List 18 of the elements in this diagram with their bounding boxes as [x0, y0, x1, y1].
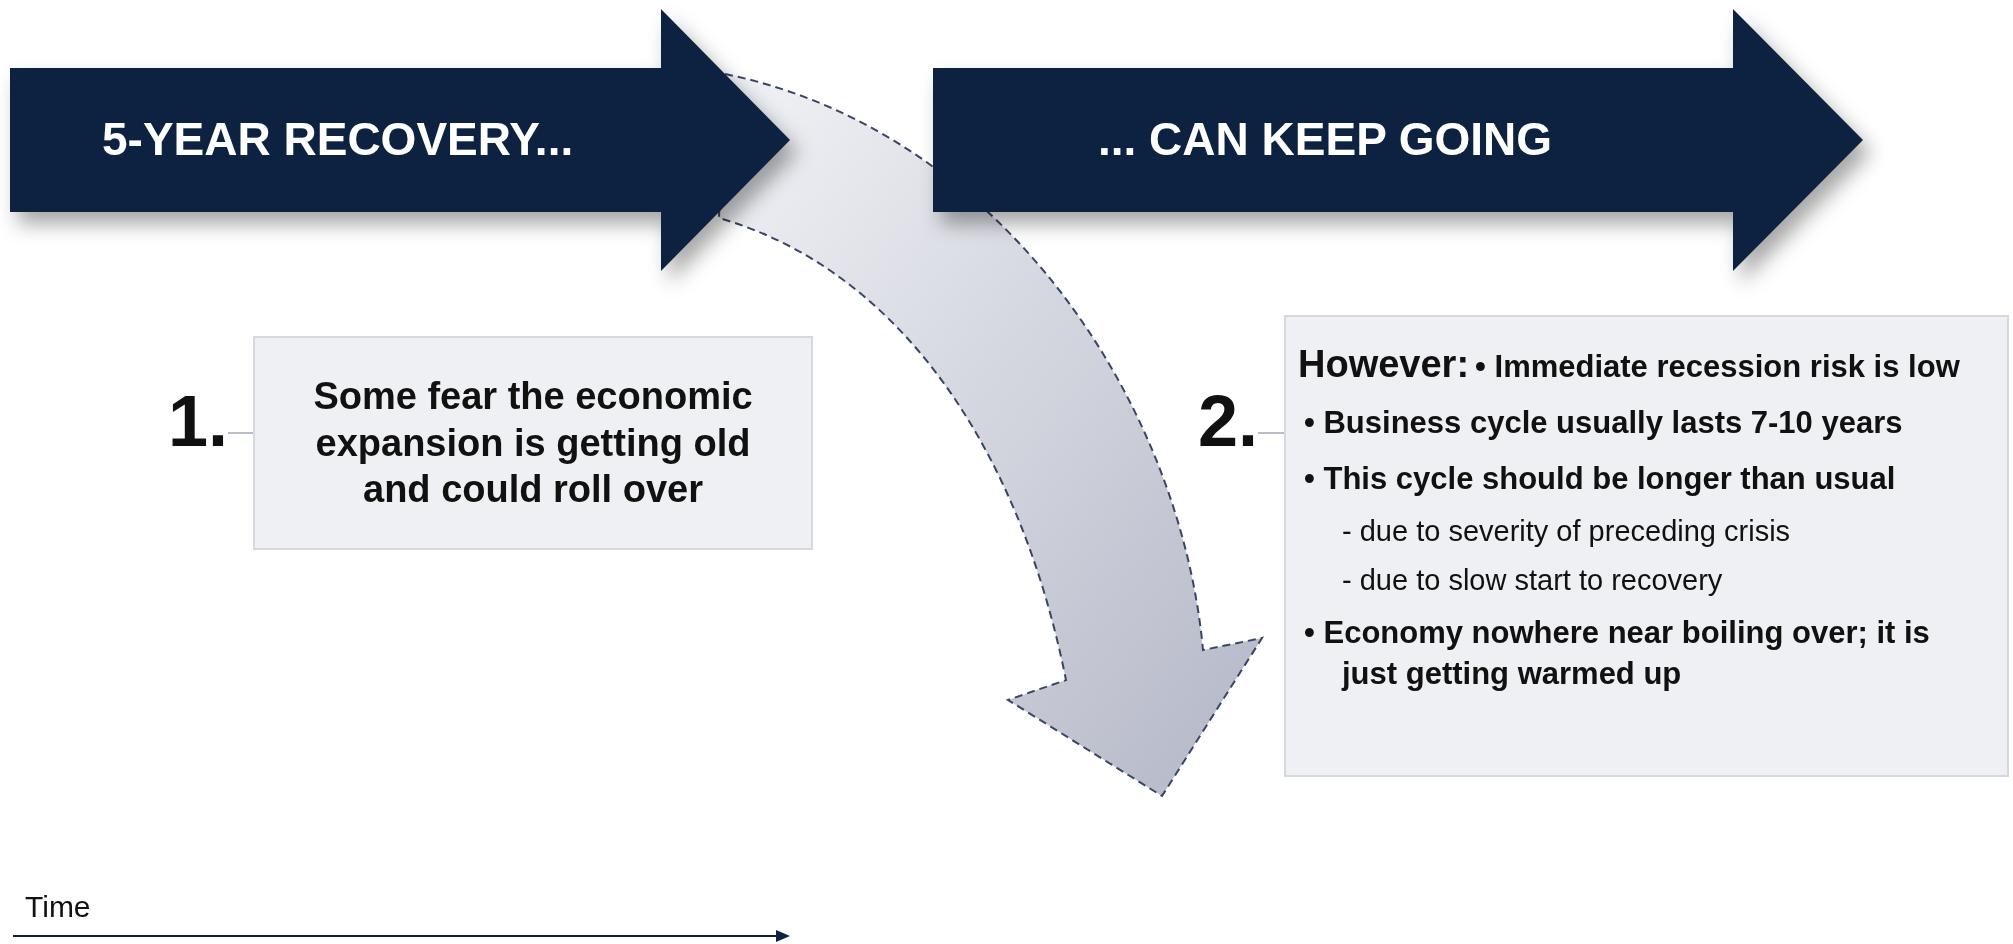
text-box [253, 336, 813, 550]
bullet-item: • Immediate recession risk is low [1475, 348, 1960, 386]
curved-arrow [718, 73, 1263, 797]
step-number: 1. [167, 385, 228, 457]
arrow-label: ... CAN KEEP GOING [1098, 112, 1553, 166]
box-heading: However: [1298, 343, 1470, 386]
leader-line [227, 432, 254, 434]
sub-item: - due to slow start to recovery [1342, 563, 1723, 597]
text-box [1284, 315, 2009, 777]
leader-line [1257, 432, 1285, 434]
bullet-item: • Business cycle usually lasts 7-10 years [1304, 403, 1903, 442]
sub-item: - due to severity of preceding crisis [1342, 514, 1791, 548]
step-number: 2. [1197, 385, 1258, 457]
bullet-item: • Economy nowhere near boiling over; it is just getting warmed up [1304, 613, 1931, 694]
box-text: Some fear the economic expansion is getting old and could roll over [312, 374, 754, 513]
bullet-item: • This cycle should be longer than usual [1304, 459, 1896, 498]
axis-label: Time [25, 890, 91, 924]
arrow-label: 5-YEAR RECOVERY... [102, 112, 574, 166]
